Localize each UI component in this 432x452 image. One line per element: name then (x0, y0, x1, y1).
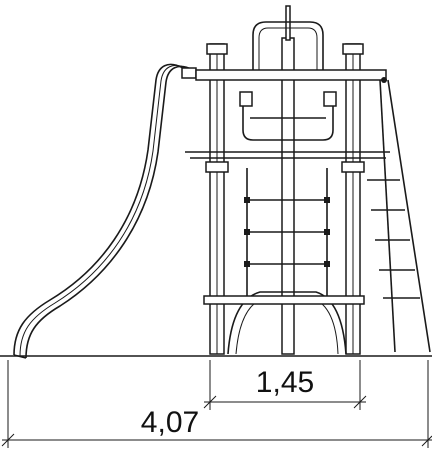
right-post (342, 43, 364, 355)
platform-deck (185, 151, 390, 173)
dimension-label-overall: 4,07 (141, 406, 199, 439)
left-post (206, 43, 228, 355)
central-tower (195, 5, 387, 355)
dimension-inner-width: 1,45 (203, 360, 367, 410)
lower-beam (203, 295, 365, 305)
slide (13, 63, 197, 359)
dimension-label-inner: 1,45 (256, 366, 314, 399)
side-rope-ladder (367, 77, 431, 353)
dimension-overall-width: 4,07 (1, 360, 432, 448)
